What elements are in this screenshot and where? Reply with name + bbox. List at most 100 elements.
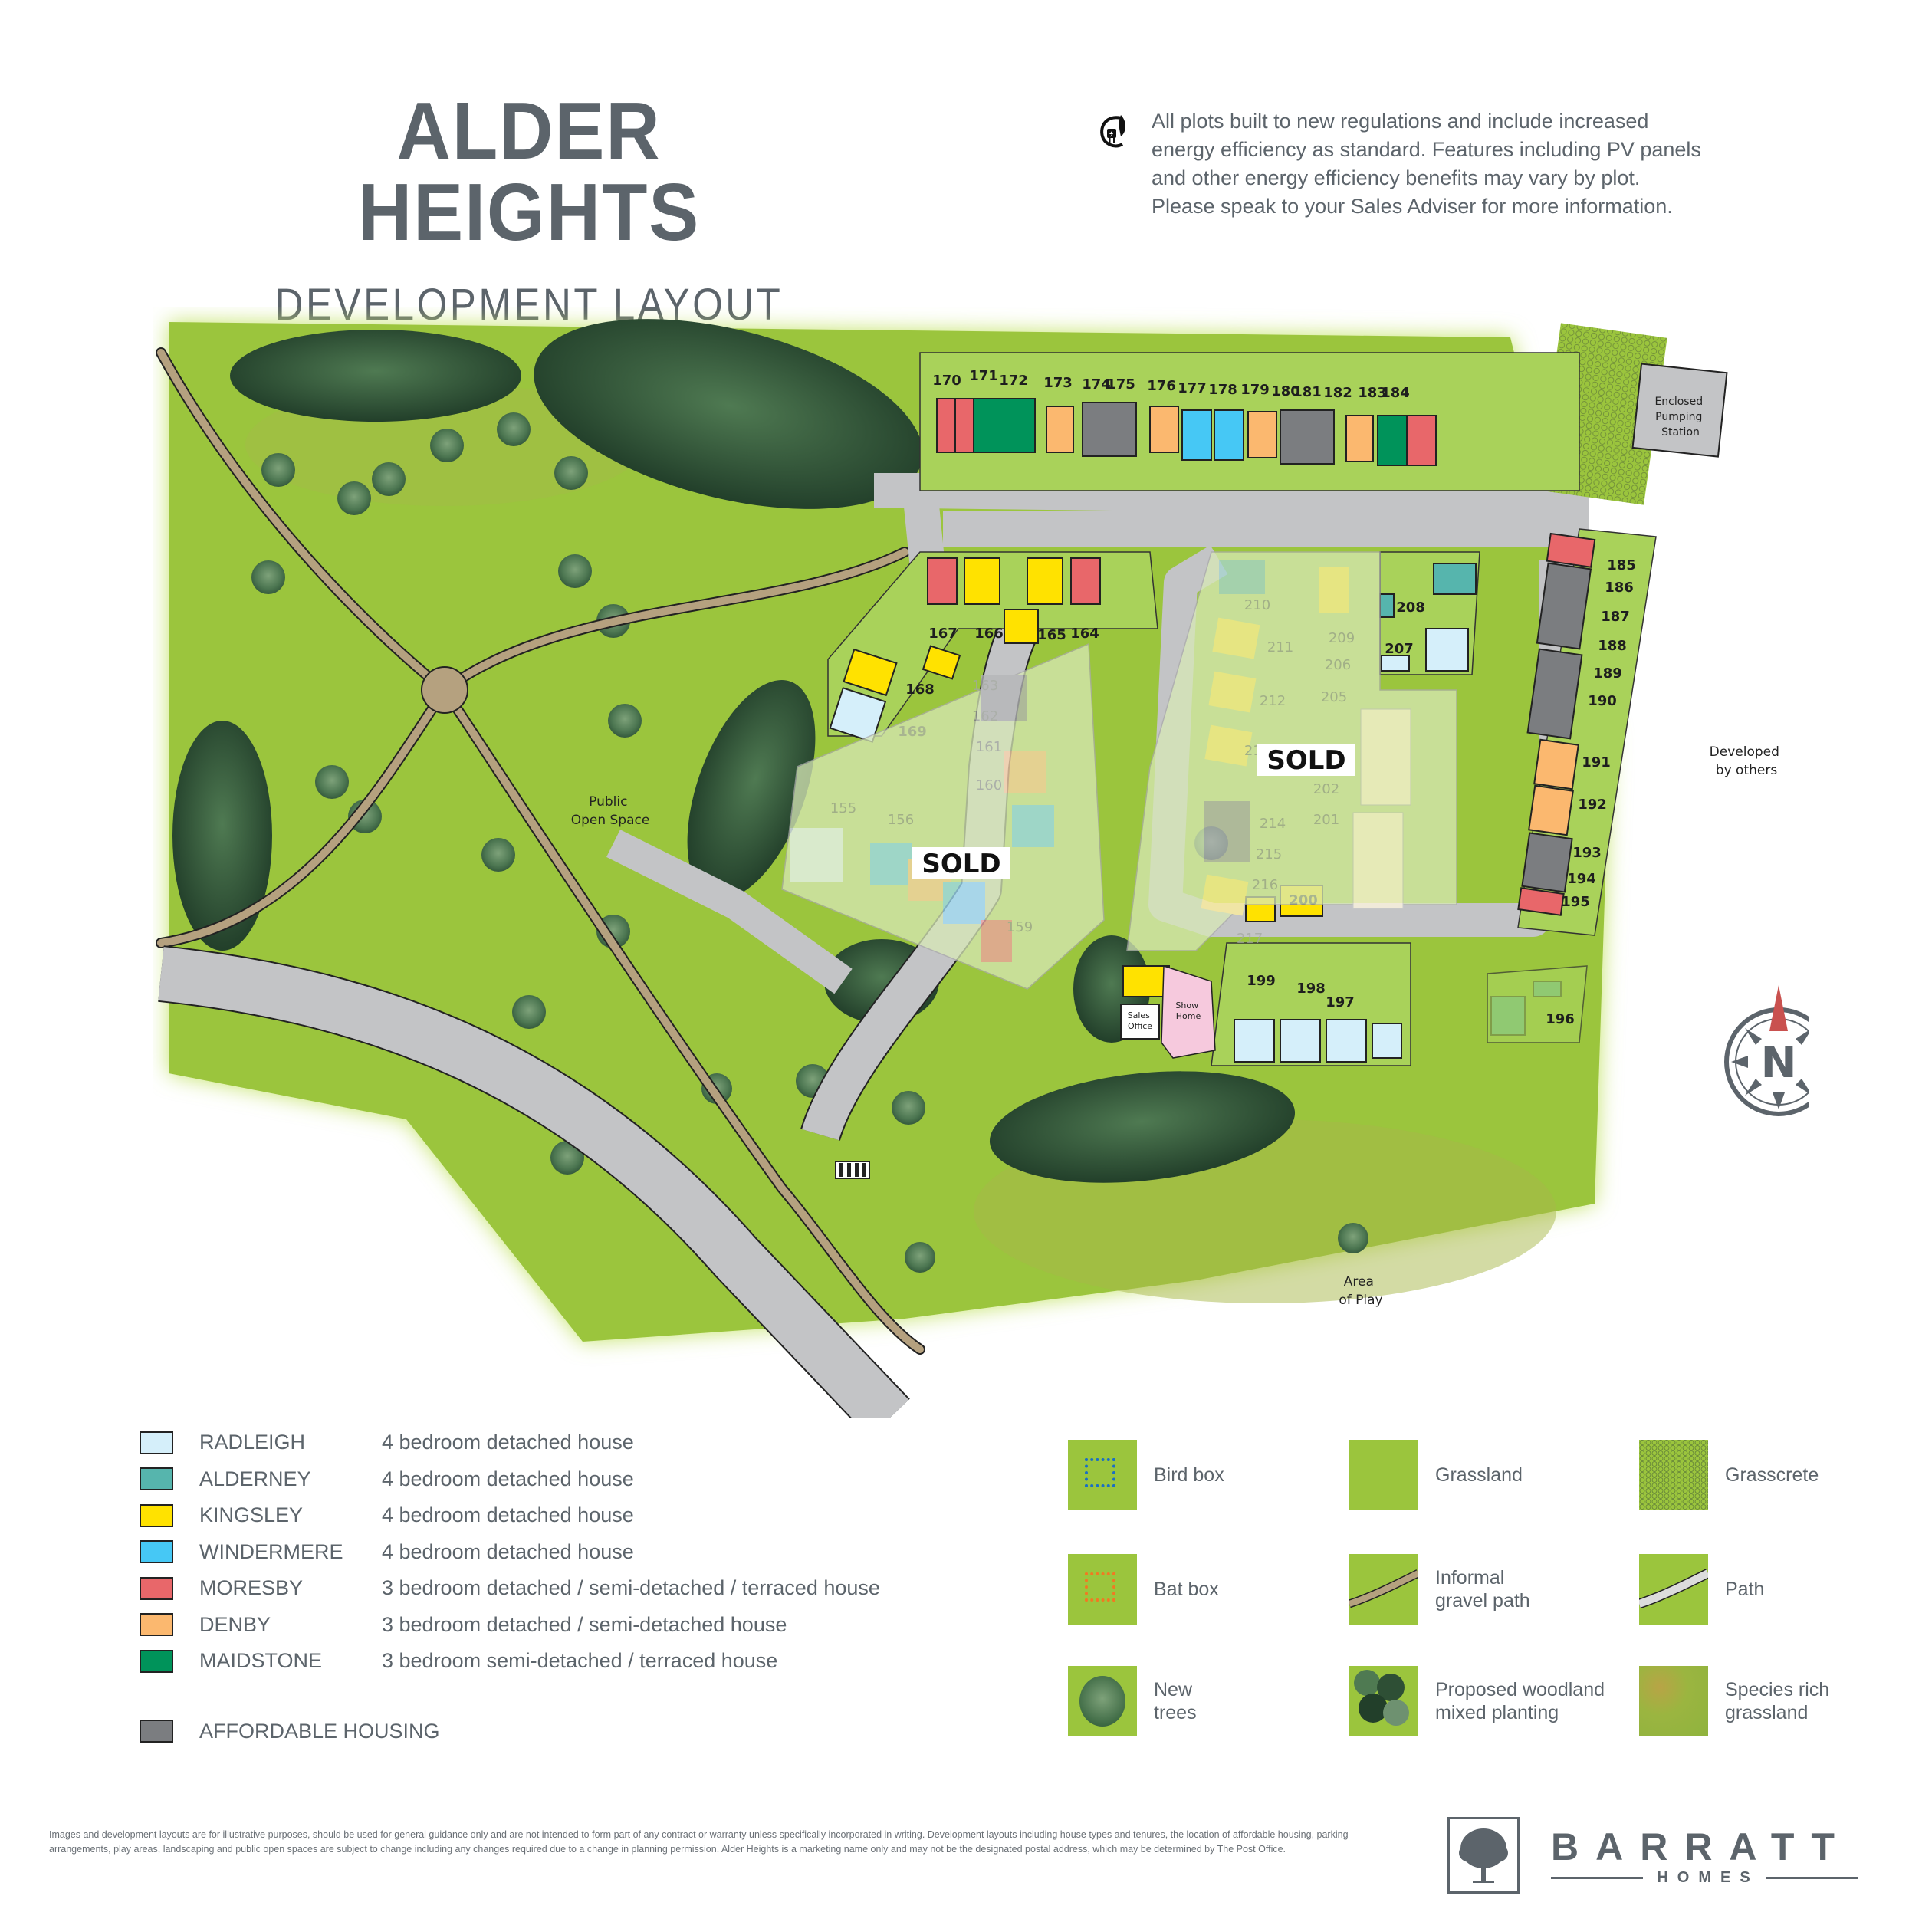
svg-text:175: 175 <box>1106 376 1135 393</box>
svg-text:187: 187 <box>1601 609 1630 625</box>
grasscrete-icon <box>1639 1440 1708 1510</box>
barratt-homes-logo: BARRATT HOMES <box>1447 1817 1861 1894</box>
legend-item-woodland: Proposed woodland mixed planting <box>1349 1666 1605 1737</box>
grassland-icon <box>1349 1440 1418 1510</box>
denby-swatch <box>140 1613 173 1637</box>
developed-by-others-label: Developed by others <box>1710 744 1784 778</box>
svg-text:195: 195 <box>1561 894 1590 910</box>
svg-text:170: 170 <box>932 373 961 389</box>
svg-text:185: 185 <box>1607 557 1636 573</box>
svg-text:216: 216 <box>1252 877 1278 893</box>
legend-item-radleigh: RADLEIGH 4 bedroom detached house <box>140 1424 880 1461</box>
svg-text:161: 161 <box>976 739 1002 755</box>
svg-text:184: 184 <box>1381 385 1410 401</box>
legend-description: 4 bedroom detached house <box>382 1467 634 1490</box>
svg-text:183: 183 <box>1358 385 1387 401</box>
show-home-label: Show Home <box>1175 1001 1201 1021</box>
svg-text:207: 207 <box>1385 641 1414 657</box>
svg-text:180: 180 <box>1271 383 1300 399</box>
legend-description: 4 bedroom detached house <box>382 1503 634 1527</box>
legend-name: WINDERMERE <box>199 1539 343 1563</box>
tree-logo-icon <box>1447 1817 1520 1894</box>
svg-text:182: 182 <box>1323 385 1352 401</box>
affordable-swatch <box>140 1720 173 1743</box>
svg-text:163: 163 <box>972 678 998 694</box>
svg-text:176: 176 <box>1147 378 1176 394</box>
legend-name: KINGSLEY <box>199 1503 304 1527</box>
svg-text:190: 190 <box>1588 693 1617 709</box>
svg-text:210: 210 <box>1244 597 1270 613</box>
legend-item-affordable: AFFORDABLE HOUSING <box>140 1714 880 1750</box>
sold-west-label: SOLD <box>922 849 1001 879</box>
legend-name: MORESBY <box>199 1576 304 1600</box>
legend-description: 3 bedroom detached / semi-detached house <box>382 1612 787 1636</box>
show-home <box>1161 964 1216 1059</box>
svg-text:205: 205 <box>1321 689 1347 705</box>
page-title: ALDER HEIGHTS <box>357 86 701 258</box>
logo-sub-text: HOMES <box>1657 1869 1760 1886</box>
legend-description: 3 bedroom semi-detached / terraced house <box>382 1649 778 1673</box>
svg-text:211: 211 <box>1267 639 1293 656</box>
kingsley-swatch <box>140 1503 173 1527</box>
legend-item-new-trees: New trees <box>1068 1666 1197 1737</box>
svg-text:167: 167 <box>928 626 958 642</box>
compass-north-icon: N <box>1724 985 1809 1116</box>
svg-text:166: 166 <box>974 626 1004 642</box>
svg-text:177: 177 <box>1178 380 1207 396</box>
disclaimer-text: Images and development layouts are for i… <box>49 1829 1349 1855</box>
legend-item-species-rich-grassland: Species rich grassland <box>1639 1666 1829 1737</box>
header: ALDER HEIGHTS DEVELOPMENT LAYOUT <box>192 90 866 330</box>
svg-text:173: 173 <box>1043 375 1073 391</box>
svg-text:160: 160 <box>976 777 1002 794</box>
svg-text:206: 206 <box>1325 657 1351 673</box>
svg-text:174: 174 <box>1082 376 1111 393</box>
house-type-legend: RADLEIGH 4 bedroom detached house ALDERN… <box>140 1424 880 1750</box>
svg-text:188: 188 <box>1598 638 1627 654</box>
legend-item-denby: DENBY 3 bedroom detached / semi-detached… <box>140 1607 880 1644</box>
legend-description: 3 bedroom detached / semi-detached / ter… <box>382 1576 880 1600</box>
svg-text:201: 201 <box>1313 812 1339 828</box>
public-open-space-label: Public Open Space <box>571 794 650 828</box>
sales-office <box>1120 1004 1160 1040</box>
sold-east-label: SOLD <box>1267 745 1346 776</box>
svg-text:214: 214 <box>1260 816 1286 832</box>
energy-efficiency-icon <box>1100 115 1125 148</box>
svg-text:199: 199 <box>1247 973 1276 989</box>
sales-office-label: Sales Office <box>1128 1010 1153 1031</box>
legend-item-path: Path <box>1639 1554 1764 1625</box>
svg-text:164: 164 <box>1070 626 1099 642</box>
svg-text:156: 156 <box>888 812 914 828</box>
svg-text:172: 172 <box>999 373 1028 389</box>
legend-item-maidstone: MAIDSTONE 3 bedroom semi-detached / terr… <box>140 1643 880 1680</box>
svg-text:212: 212 <box>1260 693 1286 709</box>
maidstone-swatch <box>140 1649 173 1673</box>
svg-text:209: 209 <box>1329 630 1355 646</box>
legend-name: DENBY <box>199 1612 271 1636</box>
bird-box-icon <box>1068 1440 1137 1510</box>
bat-box-icon <box>1068 1554 1137 1625</box>
pumping-station <box>1631 363 1728 458</box>
legend-item-bird-box: Bird box <box>1068 1440 1224 1510</box>
legend-name: AFFORDABLE HOUSING <box>199 1719 440 1743</box>
legend-item-kingsley: KINGSLEY 4 bedroom detached house <box>140 1497 880 1534</box>
windermere-swatch <box>140 1540 173 1564</box>
legend-item-gravel-path: Informal gravel path <box>1349 1554 1530 1625</box>
logo-wordmark: BARRATT <box>1551 1825 1852 1868</box>
legend-name: RADLEIGH <box>199 1431 306 1454</box>
pedestrian-crossing <box>835 1161 870 1179</box>
legend-item-moresby: MORESBY 3 bedroom detached / semi-detach… <box>140 1570 880 1607</box>
area-of-play-label: Area of Play <box>1339 1274 1382 1308</box>
logo-subline: HOMES <box>1551 1869 1858 1887</box>
radleigh-swatch <box>140 1431 173 1454</box>
svg-text:168: 168 <box>905 682 935 698</box>
woodland-icon <box>1349 1666 1418 1737</box>
svg-text:178: 178 <box>1208 382 1237 398</box>
svg-text:189: 189 <box>1593 665 1622 682</box>
svg-text:202: 202 <box>1313 781 1339 797</box>
new-tree-icon <box>1068 1666 1137 1737</box>
